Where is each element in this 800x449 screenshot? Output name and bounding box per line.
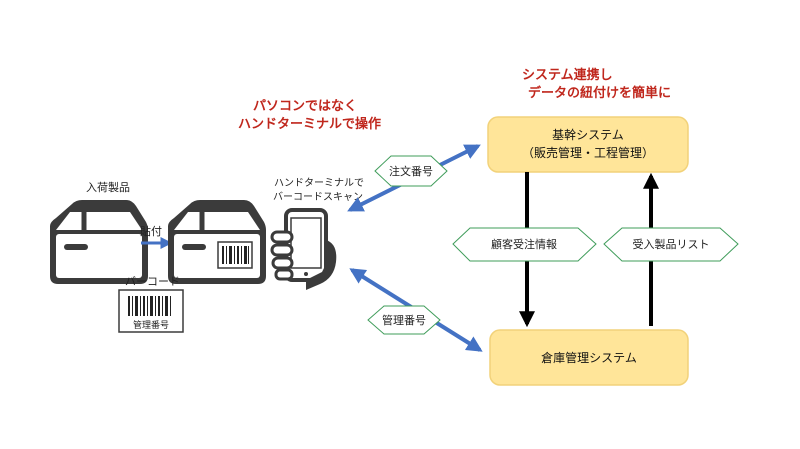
customer-order-tag (452, 227, 597, 262)
order-number-tag (374, 155, 448, 187)
barcode-sticker (118, 289, 184, 333)
management-number-tag (367, 305, 441, 335)
core-system-subtitle: （販売管理・工程管理） (522, 145, 654, 160)
hand-terminal-icon (270, 208, 337, 290)
warehouse-system-title: 倉庫管理システム (541, 350, 637, 365)
core-system-box (487, 116, 689, 173)
attach-label: 貼付 (140, 224, 162, 238)
barcode-management-no: 管理番号 (133, 319, 169, 331)
order-number-label: 注文番号 (389, 164, 433, 178)
incoming-product-label: 入荷製品 (86, 180, 130, 194)
warehouse-system-box (489, 329, 689, 386)
management-number-label: 管理番号 (382, 313, 426, 327)
received-list-label: 受入製品リスト (633, 237, 710, 251)
received-list-tag (603, 227, 739, 262)
core-system-title: 基幹システム (552, 127, 624, 142)
callout-pc-line2: ハンドターミナルで操作 (238, 116, 381, 132)
customer-order-label: 顧客受注情報 (491, 237, 557, 251)
package-with-barcode-icon (168, 200, 266, 284)
callout-system-line1: システム連携し (522, 67, 613, 83)
handheld-scan-line2: バーコードスキャン (273, 191, 363, 203)
callout-pc-line1: パソコンではなく (253, 99, 357, 114)
barcode-label: バーコード (125, 275, 180, 288)
package-box-icon (50, 200, 148, 284)
callout-system-line2: データの紐付けを簡単に (528, 85, 671, 101)
handheld-scan-line1: ハンドターミナルで (274, 177, 364, 189)
